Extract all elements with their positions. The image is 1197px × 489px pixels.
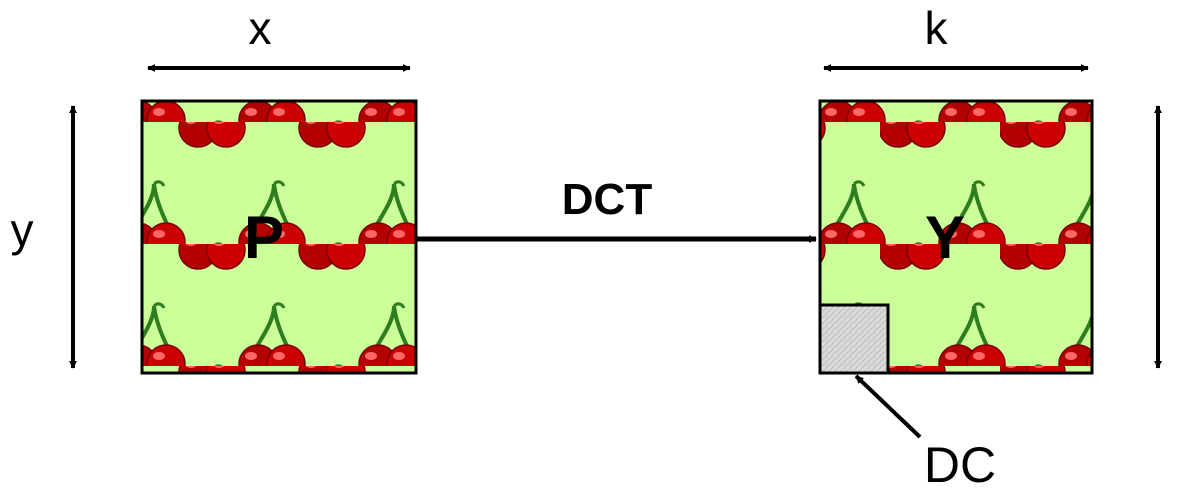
dc-label: DC (924, 437, 996, 489)
dc-pointer-arrow-icon (854, 374, 922, 439)
left-block (140, 99, 418, 375)
dct-label: DCT (562, 175, 653, 224)
right-block-label: Y (925, 204, 965, 271)
y-axis-label: y (11, 204, 34, 256)
k-axis-label: k (925, 2, 949, 54)
x-axis-label: x (249, 2, 272, 54)
left-block-label: P (244, 204, 284, 271)
dc-coefficient-square (818, 303, 890, 375)
